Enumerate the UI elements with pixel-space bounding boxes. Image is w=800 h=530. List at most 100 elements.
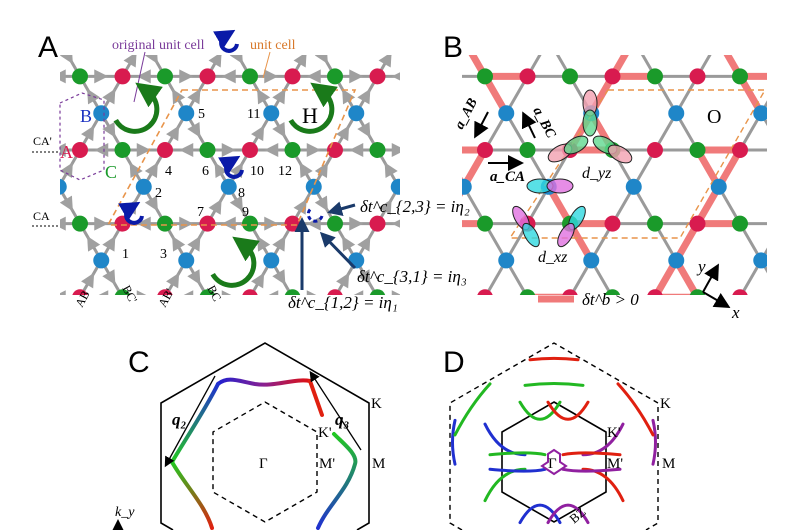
hopping-arrow-icon	[336, 272, 350, 289]
bond	[399, 40, 420, 77]
fermi-surface-d	[451, 356, 657, 525]
hopping-arrow-icon	[293, 55, 307, 68]
site-B	[135, 178, 152, 195]
site-label-a: A	[60, 142, 73, 162]
chain-label-ab: AB	[72, 288, 92, 309]
site-A	[604, 68, 621, 85]
site-C	[562, 68, 578, 85]
large-loop-arrow-icon	[113, 82, 163, 134]
hopping-arrow-icon	[399, 55, 400, 65]
hopping-arrow-icon	[60, 55, 73, 65]
site-number: 8	[238, 186, 245, 201]
fermi-arc	[483, 467, 527, 503]
hopping-arrow-icon	[257, 235, 271, 252]
hopping-arrow-icon	[208, 199, 222, 215]
site-B	[263, 252, 280, 269]
site-A	[647, 289, 663, 295]
site-B	[710, 178, 727, 195]
site-C	[72, 215, 88, 232]
site-B	[462, 178, 472, 195]
bond	[783, 40, 800, 77]
small-loop-arrow-icon	[213, 29, 239, 53]
hopping-arrow-icon	[187, 88, 201, 105]
hopping-arrow-icon	[136, 143, 151, 157]
hopping-arrow-icon	[349, 216, 364, 231]
site-A	[199, 215, 216, 232]
hopping-arrow-icon	[272, 269, 286, 285]
site-B	[583, 252, 600, 269]
hopping-arrow-icon	[136, 216, 151, 231]
original-unit-cell-outline	[59, 92, 105, 181]
site-B	[753, 105, 767, 122]
bond	[397, 181, 400, 188]
panel-d-label: D	[443, 346, 465, 379]
hopping-arrow-icon	[123, 55, 137, 68]
vector-ab-arrow	[474, 111, 489, 139]
site-A	[519, 68, 536, 85]
site-B	[626, 32, 642, 48]
hopping-arrow-icon	[187, 269, 201, 285]
orbital-lobe	[546, 178, 574, 194]
fermi-arc	[518, 400, 562, 421]
site-C	[647, 68, 663, 85]
fermi-arc	[518, 503, 562, 525]
hopping-arrow-icon	[144, 195, 158, 212]
site-C	[412, 216, 428, 232]
hopping-arrow-icon	[129, 162, 143, 178]
unit-cell-outline	[106, 89, 357, 226]
bond	[783, 150, 800, 187]
chain-label-bc-prime: BC'	[119, 283, 140, 306]
site-A	[30, 68, 46, 84]
gamma-point-label: Γ	[259, 456, 268, 472]
hopping-arrow-icon	[272, 235, 286, 252]
original-unit-cell-label: original unit cell	[112, 38, 205, 53]
hopping-arrow-icon	[251, 272, 265, 289]
site-B	[711, 32, 727, 48]
site-A	[562, 289, 578, 295]
ky-axis-label: k_y	[115, 505, 135, 520]
site-B	[668, 252, 685, 269]
hopping-arrow-icon	[357, 88, 371, 105]
fermi-arc	[523, 382, 585, 387]
kagome-lattice-a	[30, 32, 428, 295]
orbital-lobe	[522, 222, 540, 248]
chain-label-ab-prime: AB'	[155, 286, 176, 309]
site-C	[775, 289, 791, 305]
outer-brillouin-zone	[160, 342, 370, 530]
hopping-arrow-icon	[39, 159, 58, 178]
site-B	[178, 252, 195, 269]
site-C	[327, 68, 343, 85]
orbital-lobe	[557, 222, 575, 248]
k-prime-point-label: K'	[318, 425, 332, 441]
hopping-arrow-icon	[264, 216, 279, 231]
site-C	[412, 68, 428, 84]
fermi-arc	[170, 382, 220, 464]
site-C	[689, 142, 706, 158]
fermi-arc	[316, 432, 358, 530]
site-B	[220, 178, 237, 195]
hopping-arrow-icon	[172, 235, 186, 252]
site-A	[435, 68, 451, 84]
site-B	[263, 105, 280, 122]
fermi-arc	[528, 356, 580, 362]
hopping-eq-23: δt^c_{2,3} = iη₂	[360, 197, 470, 216]
site-A	[199, 68, 216, 85]
fermi-arc	[483, 422, 527, 457]
site-B	[541, 32, 557, 48]
hopping-arrow-icon	[60, 162, 73, 178]
unit-cell-pointer	[262, 51, 271, 79]
fermi-arc	[546, 400, 590, 421]
site-A	[477, 142, 493, 158]
brillouin-zone-outline	[501, 401, 607, 523]
site-A	[689, 68, 706, 85]
fermi-arc	[581, 422, 625, 457]
site-B	[306, 32, 322, 48]
site-C	[477, 215, 493, 232]
site-C	[775, 142, 791, 158]
hopping-arrow-icon	[342, 88, 356, 105]
hopping-arrow-icon	[378, 199, 392, 215]
hopping-arrow-icon	[60, 290, 66, 295]
q3-vector-arrow	[309, 370, 362, 451]
site-A	[157, 289, 173, 295]
